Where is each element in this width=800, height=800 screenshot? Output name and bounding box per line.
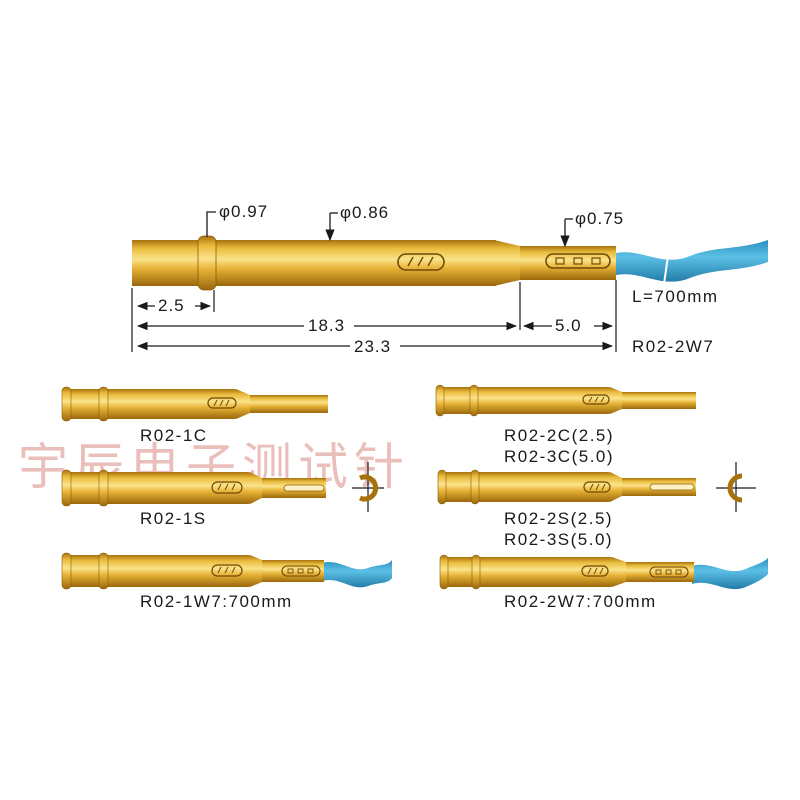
probe-tip-section: [520, 246, 616, 280]
probe-collar: [197, 235, 217, 291]
slot-section-icon-right: [716, 462, 756, 512]
slot-section-icon-left: [352, 462, 384, 512]
probe-r02-1c: [61, 386, 328, 422]
label-r02-3c: R02-3C(5.0): [504, 447, 614, 466]
dim-tip-label: 5.0: [555, 316, 582, 335]
label-r02-1c: R02-1C: [140, 426, 208, 445]
probe-tip-slot: [545, 253, 611, 269]
probe-r02-2w7: [439, 554, 768, 590]
main-probe: [132, 235, 768, 291]
dim-total-label: 23.3: [354, 337, 391, 356]
main-model-label: R02-2W7: [632, 337, 714, 356]
label-r02-2c: R02-2C(2.5): [504, 426, 614, 445]
probe-r02-2s: [437, 469, 696, 505]
label-r02-2s: R02-2S(2.5): [504, 509, 613, 528]
dia-body-label: φ0.86: [340, 203, 389, 222]
wire-cable: [612, 240, 768, 282]
probe-body-slot: [397, 253, 445, 271]
dim-body-label: 18.3: [308, 316, 345, 335]
probe-r02-2c: [435, 384, 696, 417]
label-r02-3s: R02-3S(5.0): [504, 530, 613, 549]
diameter-callouts: φ0.97 φ0.86 φ0.75: [206, 202, 624, 248]
label-r02-1s: R02-1S: [140, 509, 207, 528]
label-r02-1w7: R02-1W7:700mm: [140, 592, 293, 611]
probe-body: [132, 240, 496, 286]
probe-taper: [494, 240, 520, 286]
probe-r02-1s: [61, 469, 326, 507]
wire-kink: [663, 255, 669, 285]
probe-r02-1w7: [61, 552, 392, 590]
dia-tip-label: φ0.75: [575, 209, 624, 228]
wire-length-label: L=700mm: [632, 287, 719, 306]
dia-collar-label: φ0.97: [219, 202, 268, 221]
label-r02-2w7: R02-2W7:700mm: [504, 592, 657, 611]
dim-collar-label: 2.5: [158, 296, 185, 315]
